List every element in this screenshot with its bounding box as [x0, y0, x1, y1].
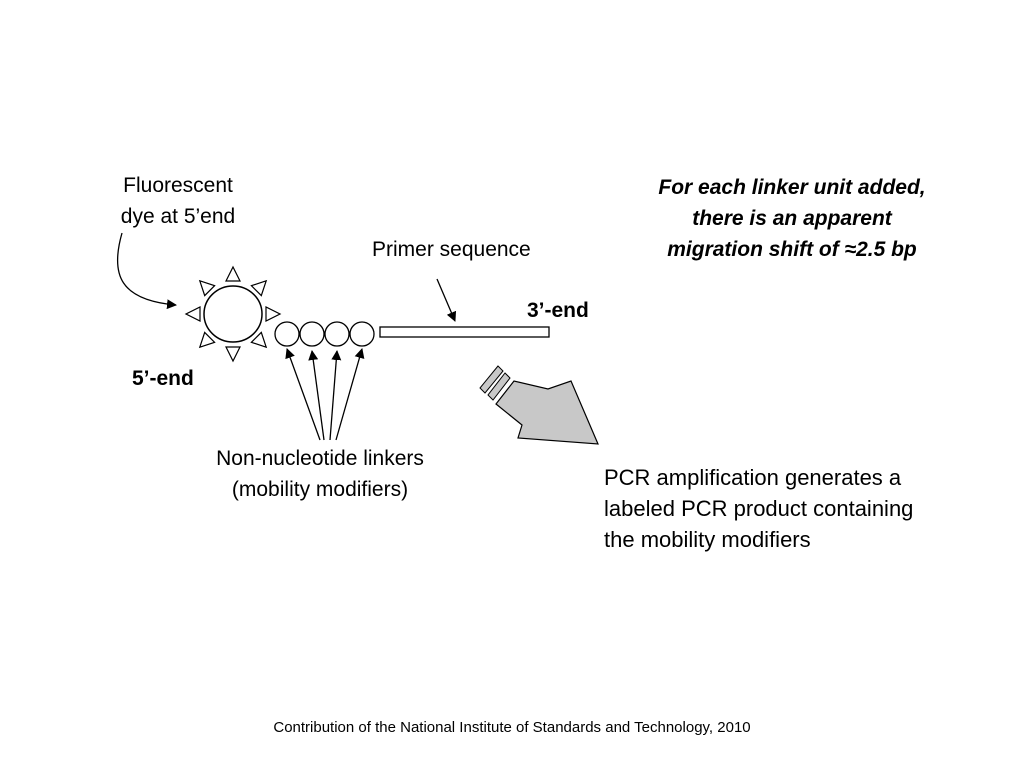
- linker-pointer-arrow: [285, 348, 321, 441]
- dye-ray-triangle: [225, 265, 241, 282]
- note-line1: For each linker unit added,: [658, 176, 926, 199]
- linkers-label-line2: (mobility modifiers): [231, 478, 409, 501]
- pcr-line3: the mobility modifiers: [604, 527, 811, 552]
- linkers-label: Non-nucleotide linkers (mobility modifie…: [170, 443, 470, 505]
- dye-ray-triangle: [198, 279, 216, 297]
- three-prime-end-label: 3’-end: [527, 299, 589, 322]
- dye-label-line2: dye at 5’end: [120, 205, 236, 228]
- linker-circle: [274, 321, 300, 347]
- linker-circle: [299, 321, 325, 347]
- dye-rays: [184, 265, 282, 363]
- fluorescent-dye: [184, 265, 282, 363]
- primer-sequence-bar: [379, 326, 550, 338]
- linker-circle: [324, 321, 350, 347]
- five-prime-end-label: 5’-end: [132, 367, 194, 390]
- dye-ray-triangle: [225, 346, 241, 363]
- pcr-amplification-text: PCR amplification generates a labeled PC…: [604, 462, 1004, 555]
- migration-shift-note: For each linker unit added, there is an …: [612, 172, 972, 265]
- primer-pointer-arrow: [436, 278, 457, 322]
- linker-circle: [349, 321, 375, 347]
- note-line3: migration shift of ≈2.5 bp: [667, 238, 917, 261]
- pcr-line2: labeled PCR product containing: [604, 496, 914, 521]
- primer-sequence-label: Primer sequence: [372, 238, 531, 261]
- dye-ray-triangle: [184, 306, 201, 322]
- linker-pointer-arrows: [285, 348, 365, 441]
- dye-ray-triangle: [198, 331, 216, 349]
- dye-label: Fluorescent dye at 5’end: [88, 170, 268, 232]
- arrow-stripe: [487, 372, 511, 401]
- linkers-label-line1: Non-nucleotide linkers: [216, 447, 424, 470]
- arrow-stripe: [479, 365, 504, 394]
- dye-label-line1: Fluorescent: [123, 174, 233, 197]
- arrow-body: [495, 380, 599, 445]
- linker-pointer-arrow: [329, 350, 342, 441]
- dye-circle: [203, 285, 263, 343]
- note-line2: there is an apparent: [692, 207, 892, 230]
- pcr-direction-arrow: [479, 365, 599, 445]
- pcr-line1: PCR amplification generates a: [604, 465, 902, 490]
- dye-ray-triangle: [265, 306, 282, 322]
- dye-ray-triangle: [250, 331, 268, 349]
- linker-pointer-arrow: [308, 350, 325, 441]
- linker-pointer-arrow: [335, 348, 365, 441]
- dye-pointer-arrow: [116, 232, 177, 310]
- linker-chain: [274, 321, 375, 347]
- credit-footer: Contribution of the National Institute o…: [273, 719, 751, 736]
- dye-ray-triangle: [250, 279, 268, 297]
